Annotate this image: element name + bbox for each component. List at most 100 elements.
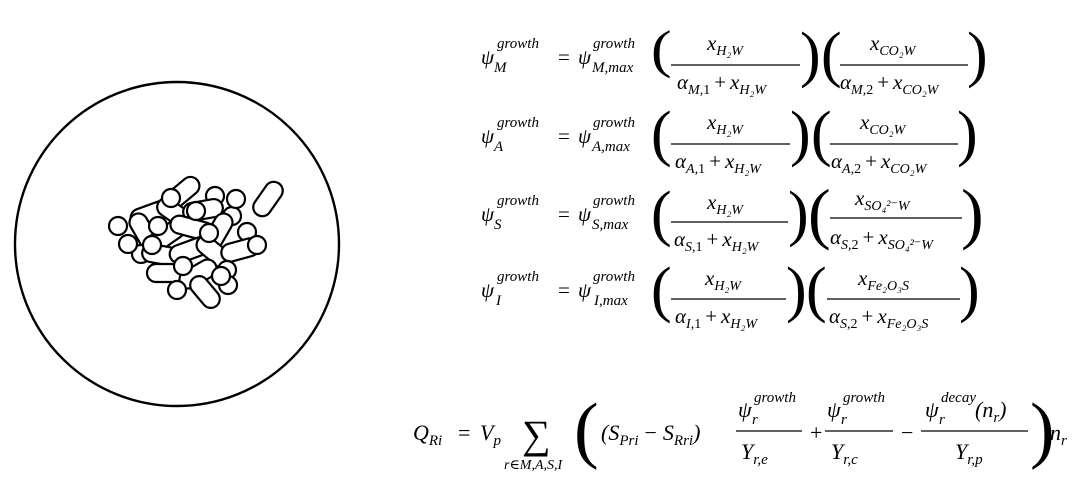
- svg-text:growth: growth: [497, 36, 539, 52]
- growth-equation-a: ψ growth A = ψ growth A,max ( xH₂W αA,1+…: [481, 100, 978, 177]
- svg-text:r: r: [939, 412, 945, 428]
- svg-text:(: (: [651, 180, 672, 248]
- svg-text:growth: growth: [497, 193, 539, 209]
- svg-text:I,max: I,max: [593, 293, 628, 309]
- svg-text:ψ: ψ: [578, 124, 592, 148]
- svg-text:A,max: A,max: [591, 139, 630, 155]
- svg-text:xCO₂W: xCO₂W: [869, 31, 917, 59]
- svg-text:xH₂W: xH₂W: [704, 266, 742, 294]
- svg-text:): ): [790, 100, 811, 168]
- svg-text:ψ: ψ: [481, 202, 495, 226]
- svg-text:=: =: [558, 202, 570, 226]
- svg-text:xH₂W: xH₂W: [706, 31, 744, 59]
- svg-text:=: =: [558, 278, 570, 302]
- svg-text:growth: growth: [497, 269, 539, 285]
- svg-text:r: r: [841, 412, 847, 428]
- svg-text:(: (: [808, 175, 831, 251]
- svg-text:(SPri−SRri): (SPri−SRri): [601, 420, 700, 449]
- svg-text:αI,1+xH₂W: αI,1+xH₂W: [675, 304, 758, 332]
- svg-text:(: (: [651, 256, 672, 324]
- svg-text:Vp: Vp: [480, 420, 501, 449]
- bacterium: [185, 200, 207, 222]
- svg-text:αA,2+xCO₂W: αA,2+xCO₂W: [831, 149, 928, 177]
- svg-text:αM,1+xH₂W: αM,1+xH₂W: [677, 70, 767, 98]
- svg-text:ψ: ψ: [578, 278, 592, 302]
- svg-text:S: S: [494, 217, 502, 233]
- svg-text:r∈M,A,S,I: r∈M,A,S,I: [504, 458, 564, 473]
- svg-text:(: (: [811, 100, 832, 168]
- svg-text:−: −: [901, 420, 913, 445]
- svg-text:(: (: [651, 21, 672, 79]
- svg-text:QRi: QRi: [413, 420, 442, 449]
- svg-text:=: =: [558, 124, 570, 148]
- bacterium: [246, 234, 268, 256]
- bacterium: [166, 279, 188, 301]
- bacterium: [225, 188, 247, 210]
- bacterium: [252, 180, 284, 218]
- svg-text:xFe₂O₃S: xFe₂O₃S: [857, 266, 909, 294]
- growth-equation-i: ψ growth I = ψ growth I,max ( xH₂W αI,1+…: [481, 256, 980, 332]
- svg-text:growth: growth: [593, 269, 635, 285]
- svg-text:+: +: [810, 420, 822, 445]
- bacterium: [107, 215, 129, 237]
- svg-text:): ): [961, 175, 984, 251]
- svg-text:r: r: [752, 412, 758, 428]
- svg-text:): ): [967, 21, 988, 89]
- svg-text:=: =: [458, 420, 470, 445]
- svg-text:): ): [957, 100, 978, 168]
- svg-text:αS,1+xH₂W: αS,1+xH₂W: [674, 227, 760, 255]
- svg-text:(: (: [821, 21, 842, 89]
- svg-text:growth: growth: [593, 36, 635, 52]
- bacterium: [189, 275, 221, 309]
- svg-text:growth: growth: [754, 390, 796, 406]
- growth-equation-s: ψ growth S = ψ growth S,max ( xH₂W αS,1+…: [481, 175, 984, 255]
- svg-text:(nr): (nr): [975, 397, 1007, 426]
- svg-text:xCO₂W: xCO₂W: [859, 110, 907, 138]
- svg-text:Yr,p: Yr,p: [955, 439, 983, 468]
- svg-text:growth: growth: [843, 390, 885, 406]
- svg-text:): ): [1030, 389, 1055, 471]
- svg-text:): ): [800, 21, 821, 89]
- svg-text:Yr,e: Yr,e: [741, 439, 768, 468]
- q-ri-equation: QRi = Vp ∑ r∈M,A,S,I ( (SPri−SRri) ψ gro…: [413, 389, 1067, 473]
- svg-text:ψ: ψ: [578, 202, 592, 226]
- svg-text:A: A: [493, 139, 504, 155]
- svg-text:αA,1+xH₂W: αA,1+xH₂W: [675, 149, 762, 177]
- bacterium: [141, 234, 163, 256]
- svg-text:(: (: [806, 256, 827, 324]
- svg-text:αS,2+xSO₄²⁻W: αS,2+xSO₄²⁻W: [830, 225, 934, 253]
- svg-text:(: (: [574, 389, 599, 471]
- bacterium: [210, 265, 232, 287]
- bacterium: [147, 215, 169, 237]
- svg-text:ψ: ψ: [925, 397, 939, 422]
- svg-text:I: I: [495, 293, 502, 309]
- svg-text:xSO₄²⁻W: xSO₄²⁻W: [854, 186, 911, 214]
- svg-text:ψ: ψ: [827, 397, 841, 422]
- svg-text:ψ: ψ: [738, 397, 752, 422]
- svg-text:ψ: ψ: [481, 124, 495, 148]
- svg-text:ψ: ψ: [481, 278, 495, 302]
- svg-text:Yr,c: Yr,c: [831, 439, 858, 468]
- svg-text:S,max: S,max: [592, 217, 629, 233]
- bacterium: [160, 187, 182, 209]
- svg-text:): ): [786, 256, 807, 324]
- svg-text:ψ: ψ: [481, 45, 495, 69]
- svg-text:): ): [788, 180, 809, 248]
- svg-text:ψ: ψ: [578, 45, 592, 69]
- svg-text:growth: growth: [593, 193, 635, 209]
- svg-text:xH₂W: xH₂W: [706, 190, 744, 218]
- svg-text:∑: ∑: [522, 412, 551, 457]
- svg-text:xH₂W: xH₂W: [706, 110, 744, 138]
- svg-text:(: (: [651, 100, 672, 168]
- svg-text:M,max: M,max: [591, 60, 634, 76]
- svg-text:growth: growth: [593, 115, 635, 131]
- svg-text:=: =: [558, 45, 570, 69]
- svg-text:): ): [959, 256, 980, 324]
- growth-equation-m: ψ growth M = ψ growth M,max ( xH₂W αM,1+…: [481, 21, 988, 98]
- bacterium: [117, 233, 139, 255]
- svg-text:decay: decay: [941, 390, 976, 406]
- svg-text:M: M: [493, 60, 508, 76]
- svg-text:growth: growth: [497, 115, 539, 131]
- svg-text:αS,2+xFe₂O₃S: αS,2+xFe₂O₃S: [829, 304, 928, 332]
